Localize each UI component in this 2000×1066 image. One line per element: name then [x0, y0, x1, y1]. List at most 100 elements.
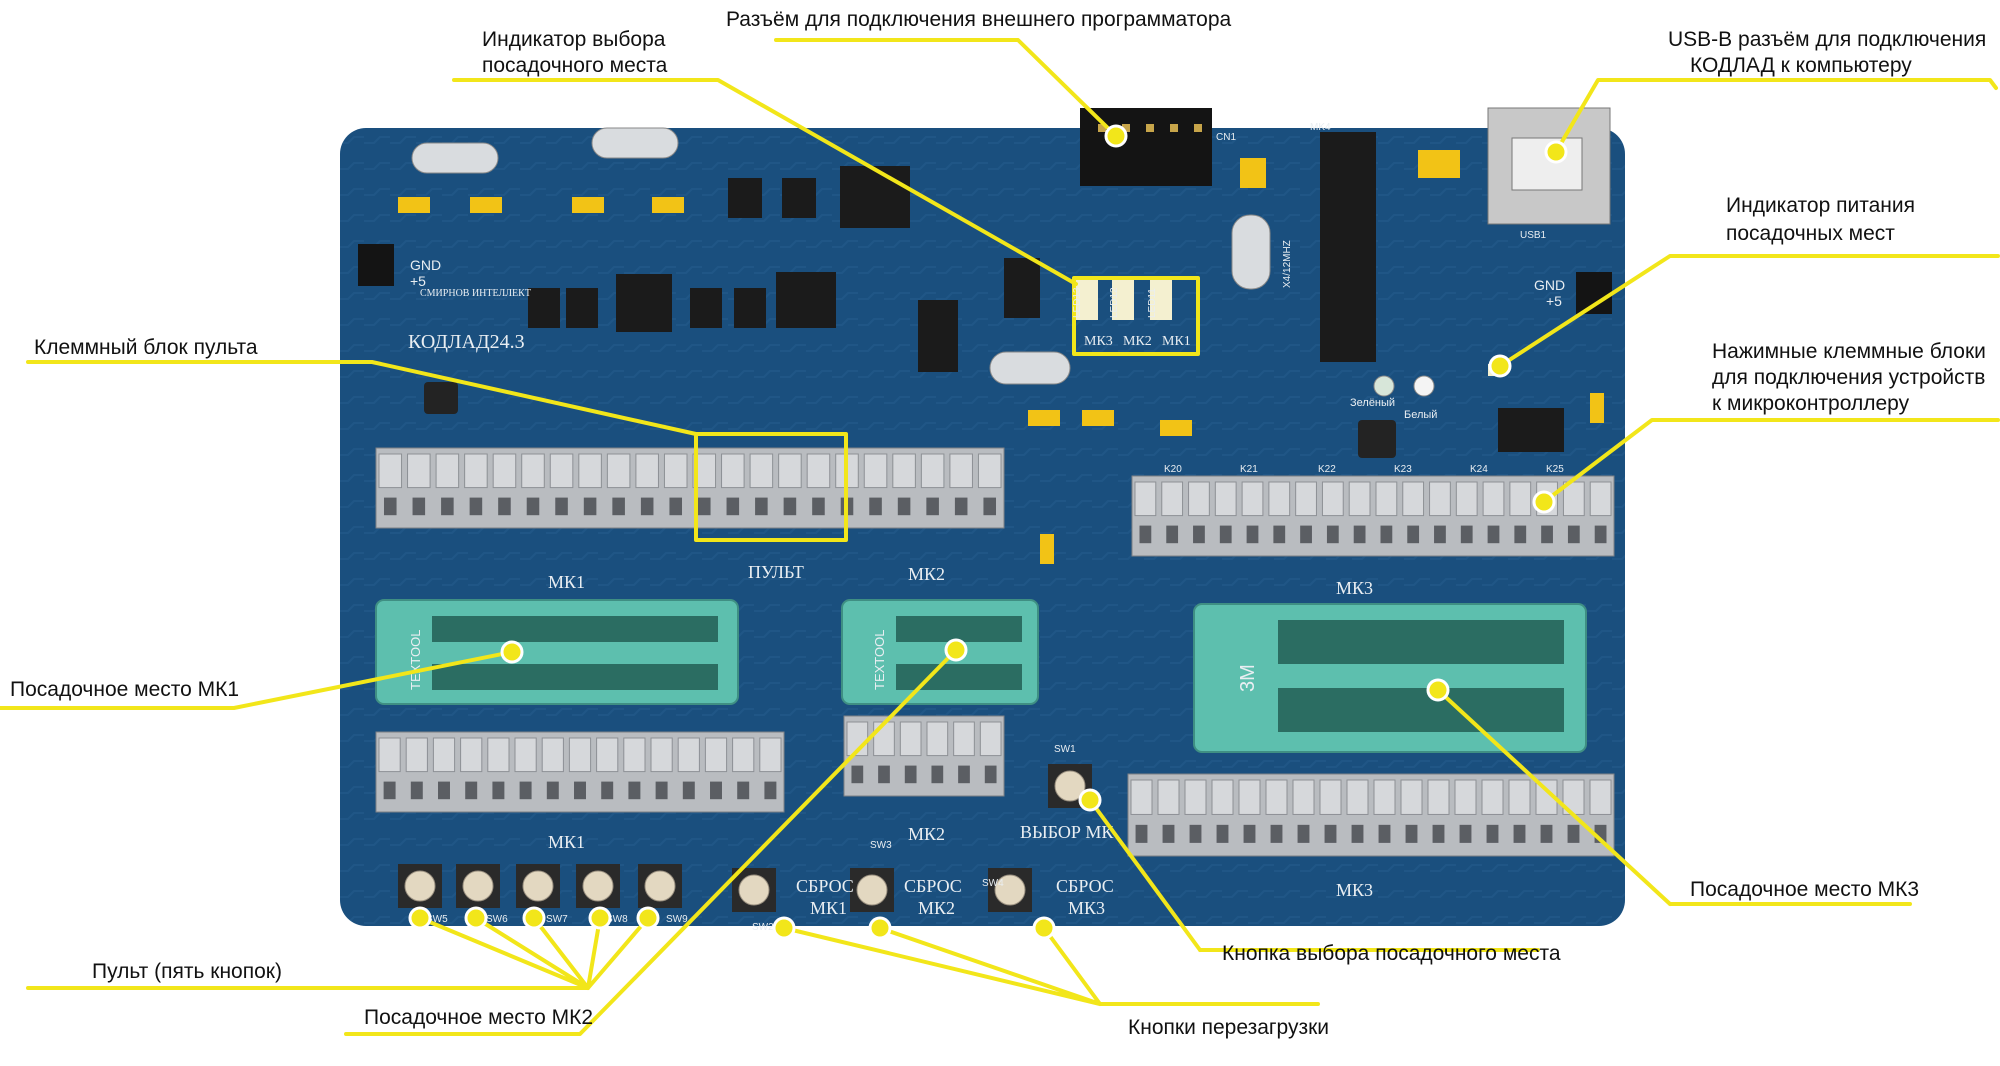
sbros-mk1-label: СБРОС: [796, 876, 854, 896]
jumpers-top: [398, 150, 1604, 564]
callout-push-terminals-line1: Нажимные клеммные блоки: [1712, 340, 1986, 363]
callout-console-block: Клеммный блок пульта: [34, 336, 258, 359]
x4-label: X4/12MHZ: [1282, 240, 1293, 288]
led-white-label: Белый: [1404, 409, 1437, 421]
crystal-x1: [989, 351, 1071, 385]
k22-label: K22: [1318, 464, 1336, 475]
k20-label: K20: [1164, 464, 1182, 475]
mk3-top-label: МК3: [1336, 578, 1373, 598]
terminal-row-mk2-bottom: [843, 715, 1005, 797]
callout-seat-mk1: Посадочное место МК1: [10, 678, 239, 701]
k23-label: K23: [1394, 464, 1412, 475]
button-sw9: [638, 864, 682, 908]
led-mk3-label: МК3: [1084, 334, 1113, 349]
button-sw4: [988, 868, 1032, 912]
zif-socket-mk2: TEXTOOL: [841, 599, 1039, 705]
vybor-mk-label: ВЫБОР МК: [1020, 822, 1114, 842]
sbros-mk2-label: СБРОС: [904, 876, 962, 896]
sw2-label: SW2: [752, 922, 774, 933]
button-sw5: [398, 864, 442, 908]
sw7-label: SW7: [546, 914, 568, 925]
buttons: [398, 764, 1092, 912]
power-pin-header-left: [358, 244, 394, 286]
sw9-label: SW9: [666, 914, 688, 925]
button-sw2: [732, 868, 776, 912]
crystal-x3: [591, 127, 679, 159]
callout-push-terminals-line3: к микроконтроллеру: [1712, 392, 1910, 415]
usb1-label: USB1: [1520, 230, 1547, 241]
sw1-label: SW1: [1054, 744, 1076, 755]
sw6-label: SW6: [486, 914, 508, 925]
callout-console-buttons: Пульт (пять кнопок): [92, 960, 282, 983]
board-maker: СМИРНОВ ИНТЕЛЛЕКТ: [420, 288, 531, 299]
leader-lines: [0, 38, 2000, 1036]
inductor-l2: [424, 382, 458, 414]
crystal-x4: [1231, 214, 1271, 290]
zif-socket-mk1: TEXTOOL: [375, 599, 739, 705]
sbros-mk3-sub: МК3: [1068, 898, 1105, 918]
led-mk1-label: МК1: [1162, 334, 1191, 349]
mk2-top-label: МК2: [908, 564, 945, 584]
k21-label: K21: [1240, 464, 1258, 475]
callout-seat-indicator-line1: Индикатор выбора: [482, 28, 666, 51]
mk2-textool-label: TEXTOOL: [872, 630, 887, 690]
sw3-label: SW3: [870, 840, 892, 851]
callout-seat-indicator-line2: посадочного места: [482, 54, 668, 77]
power-pin-header-right: [1576, 272, 1612, 314]
led11-label: LED11: [1147, 288, 1158, 318]
pult-label: ПУЛЬТ: [748, 562, 804, 582]
callout-labels: Разъём для подключения внешнего программ…: [10, 8, 1986, 1039]
led-indicator-area: LED13 LED12 LED11 МК3 МК2 МК1: [1072, 276, 1200, 356]
board-gnd-right: GND: [1534, 277, 1565, 293]
sbros-mk2-sub: МК2: [918, 898, 955, 918]
led12-label: LED12: [1109, 287, 1120, 318]
sbros-mk3-label: СБРОС: [1056, 876, 1114, 896]
callout-seat-mk2: Посадочное место МК2: [364, 1006, 593, 1029]
sw8-label: SW8: [606, 914, 628, 925]
terminal-blocks: [375, 447, 1615, 857]
board-plus5-right: +5: [1546, 293, 1562, 309]
inductor-l3: [1358, 420, 1396, 458]
highlight-dots: [408, 124, 1568, 940]
terminal-row-mk3-top: [1131, 475, 1615, 557]
mk4-label: MK4: [1310, 122, 1331, 133]
mk3-bottom-label: МК3: [1336, 880, 1373, 900]
zif-socket-mk3: 3M: [1193, 603, 1587, 753]
board-gnd-left: GND: [410, 257, 441, 273]
crystal-x2: [411, 142, 499, 174]
terminal-row-mk1-top: [375, 447, 1005, 529]
smd-chips: [528, 132, 1564, 452]
board-name: КОДЛАД24.3: [408, 331, 525, 353]
sw4-label: SW4: [982, 878, 1004, 889]
usb-b-connector: [1487, 107, 1611, 225]
mk1-textool-label: TEXTOOL: [408, 630, 423, 690]
cn1-label: CN1: [1216, 132, 1236, 143]
console-block-highlight: [694, 432, 848, 542]
k24-label: K24: [1470, 464, 1488, 475]
button-sw8: [576, 864, 620, 908]
callout-select-button: Кнопка выбора посадочного места: [1222, 942, 1561, 965]
sw5-label: SW5: [426, 914, 448, 925]
button-sw7: [516, 864, 560, 908]
callout-usb-line2: КОДЛАД к компьютеру: [1690, 54, 1912, 77]
terminal-row-mk1-bottom: [375, 731, 785, 813]
board-plus5-left: +5: [410, 273, 426, 289]
power-leds: Зелёный Белый: [1350, 364, 1506, 421]
callout-usb-line1: USB-B разъём для подключения: [1668, 28, 1986, 51]
led-green-label: Зелёный: [1350, 397, 1395, 409]
callout-seat-mk3: Посадочное место МК3: [1690, 878, 1919, 901]
mk1-top-label: МК1: [548, 572, 585, 592]
led13-label: LED13: [1072, 287, 1083, 318]
callout-power-indicator-line2: посадочных мест: [1726, 222, 1895, 245]
callout-power-indicator-line1: Индикатор питания: [1726, 194, 1915, 217]
mk1-bottom-label: МК1: [548, 832, 585, 852]
led-mk2-label: МК2: [1123, 334, 1152, 349]
mk3-3m-label: 3M: [1237, 664, 1259, 692]
mk2-bottom-label: МК2: [908, 824, 945, 844]
callout-push-terminals-line2: для подключения устройств: [1712, 366, 1985, 389]
callout-reset-buttons: Кнопки перезагрузки: [1128, 1016, 1329, 1039]
k25-label: K25: [1546, 464, 1564, 475]
button-sw6: [456, 864, 500, 908]
callout-ext-programmer: Разъём для подключения внешнего программ…: [726, 8, 1232, 31]
